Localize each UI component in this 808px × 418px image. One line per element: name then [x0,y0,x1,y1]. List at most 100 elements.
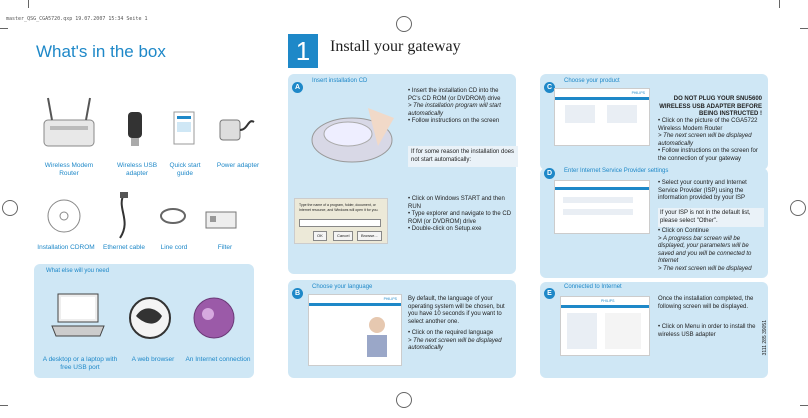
isp-screenshot [554,180,650,234]
instruction-result: The next screen will be displayed automa… [408,338,512,353]
instruction: Click on the picture of the CGA5722 Wire… [658,118,762,133]
panel-b-title: Choose your language [312,284,373,290]
panel-d-title: Enter Internet Service Provider settings [564,168,669,174]
instruction: Type explorer and navigate to the CD ROM… [408,211,512,226]
instruction: Click on Continue [658,228,764,236]
item-label: Wireless Modem Router [44,162,94,177]
panel-a-instructions: Insert the installation CD into the PC's… [408,88,508,126]
product-choice[interactable] [565,105,595,123]
item-label: Line cord [160,244,188,251]
panel-b: B Choose your language PHILIPS By defaul… [288,280,516,378]
item-label: Power adapter [216,162,260,169]
step-number: 1 [288,34,318,68]
power-adapter-icon [219,119,255,141]
header-bar [555,97,649,100]
printer-line: master_QSG_CGA5720.qxp 19.07.2007 15:34 … [6,16,148,22]
panel-c: C Choose your product PHILIPS DO NOT PLU… [540,74,768,170]
panel-d-instructions-2: Click on Continue A progress bar screen … [658,228,764,273]
instruction: Follow instructions on the screen for th… [658,148,762,163]
crop-mark [800,405,808,406]
run-dialog: Type the name of a program, folder, docu… [294,198,388,244]
crop-mark [0,405,8,406]
internet-globe-icon [193,297,235,339]
registration-mark [790,200,806,216]
isp-select[interactable] [563,209,633,215]
browse-button[interactable]: Browse... [357,231,382,241]
badge-c: C [544,82,555,93]
run-input[interactable] [299,219,381,227]
brand-logo: PHILIPS [631,91,645,95]
page-title: What's in the box [36,42,166,61]
instruction: Select your country and Internet Service… [658,180,764,203]
panel-d: D Enter Internet Service Provider settin… [540,168,768,278]
country-select[interactable] [563,197,633,203]
instruction-result: The next screen will be displayed [658,266,764,274]
guide-icon [173,111,195,145]
content-area [605,313,641,349]
need-item-label: An Internet connection [185,356,251,363]
registration-mark [396,16,412,32]
panel-a: A Insert installation CD Type the name o… [288,74,518,274]
line-cord-icon [160,208,186,224]
panel-d-instructions: Select your country and Internet Service… [658,180,764,203]
insert-cd-illustration [311,108,394,163]
note-box: If your ISP is not in the default list, … [658,208,764,227]
document-code: 3111 285 39051 [762,320,768,356]
instruction: Click on Windows START and then RUN [408,196,512,211]
instruction: Follow instructions on the screen [408,118,508,126]
crop-mark [0,28,8,29]
panel-a-title: Insert installation CD [312,78,368,84]
usb-adapter-icon [128,112,142,146]
badge-e: E [544,288,555,299]
connected-screenshot: PHILIPS [560,296,650,356]
panel-b-text: By default, the language of your operati… [408,296,505,325]
item-label: Filter [217,244,233,251]
brand-logo: PHILIPS [383,297,397,301]
person-photo-icon [367,317,387,357]
header-bar [561,305,649,308]
crop-mark [779,0,780,8]
product-choice[interactable] [607,105,637,123]
instruction: Double-click on Setup.exe [408,226,512,234]
note-box: If for some reason the installation does… [408,146,518,167]
crop-mark [28,0,29,8]
item-label: Installation CDROM [37,244,95,251]
warning-text: DO NOT PLUG YOUR SNU5600 WIRELESS USB AD… [659,96,762,117]
header-bar [555,187,649,190]
router-icon [43,97,95,147]
panel-a-instructions-2: Click on Windows START and then RUN Type… [408,196,512,234]
header-bar [309,303,401,306]
instruction-result: A progress bar screen will be displayed,… [658,236,764,266]
crop-mark [800,28,808,29]
instruction-result: The next screen will be displayed automa… [658,133,762,148]
need-panel: What else will you need A desktop or a l… [34,264,254,378]
item-label: Quick start guide [169,162,201,177]
need-item-label: A desktop or a laptop with free USB port [42,356,118,371]
panel-e-instructions: Click on Menu in order to install the wi… [658,324,760,339]
filter-icon [205,211,237,229]
need-item-label: A web browser [131,356,175,363]
instruction-result: The installation program will start auto… [408,103,508,118]
globe-browser-icon [129,297,171,339]
panel-b-instructions: Click on the required language The next … [408,330,512,353]
cancel-button[interactable]: Cancel [333,231,354,241]
instruction: Click on the required language [408,330,512,338]
registration-mark [2,200,18,216]
panel-e: E Connected to Internet PHILIPS Once the… [540,282,768,378]
item-label: Wireless USB adapter [116,162,158,177]
registration-mark [396,392,412,408]
panel-e-text: Once the installation completed, the fol… [658,296,754,310]
brand-logo: PHILIPS [601,299,615,303]
badge-d: D [544,168,555,179]
product-screenshot: PHILIPS [554,88,650,146]
panel-e-title: Connected to Internet [564,284,622,290]
ok-button[interactable]: OK [313,231,327,241]
cdrom-icon [47,199,81,233]
laptop-icon [51,293,105,337]
badge-b: B [292,288,303,299]
need-panel-title: What else will you need [46,268,110,274]
panel-c-title: Choose your product [564,78,620,84]
menu-list[interactable] [567,313,597,349]
run-dialog-text: Type the name of a program, folder, docu… [299,203,379,212]
panel-c-instructions: Click on the picture of the CGA5722 Wire… [658,118,762,163]
